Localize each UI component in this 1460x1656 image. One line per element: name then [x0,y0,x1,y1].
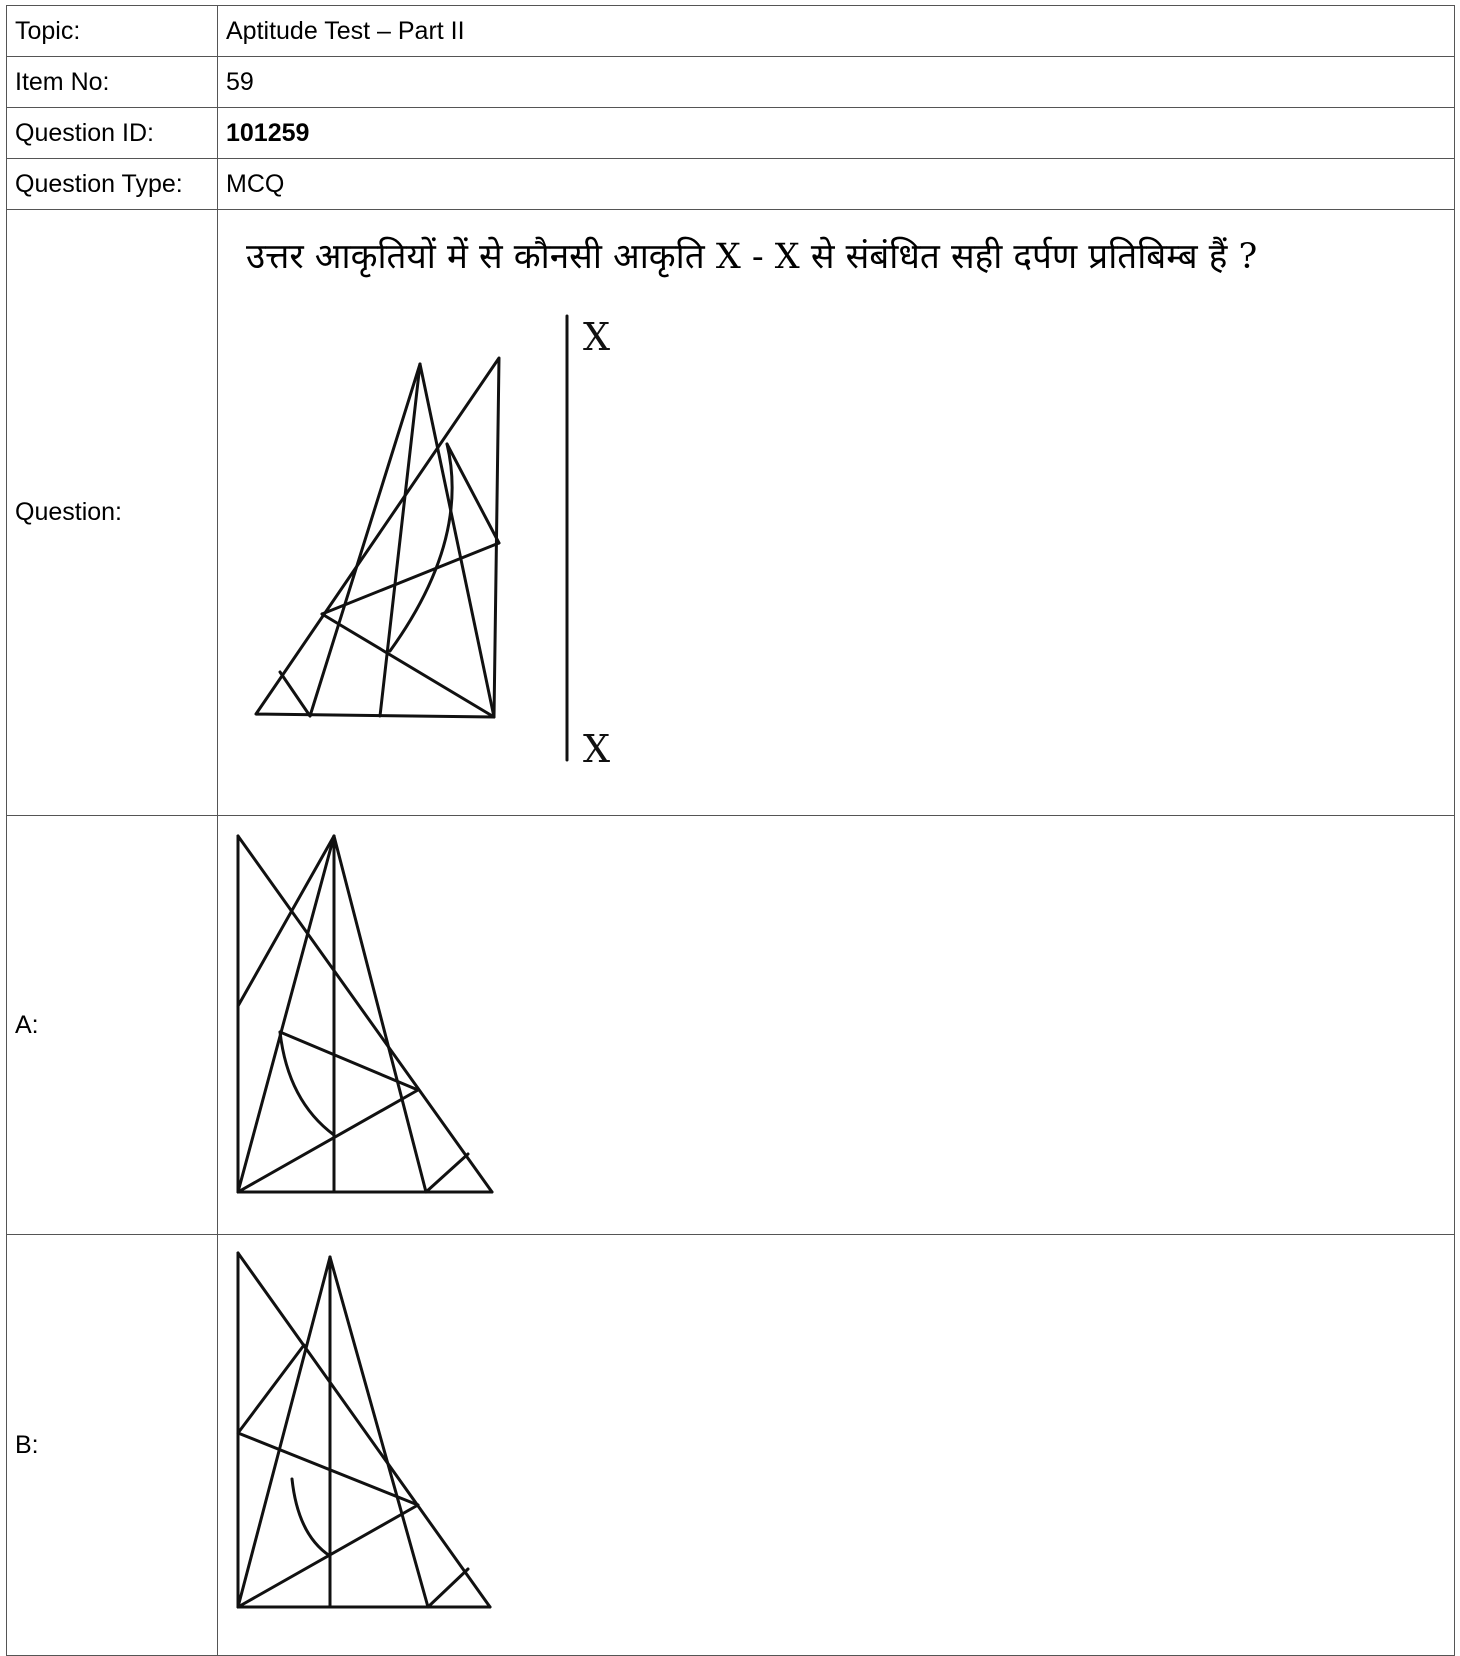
option-a-figure [236,834,494,1194]
question-text: उत्तर आकृतियों में से कौनसी आकृति X - X … [246,237,1258,277]
row-question: Question: उत्तर आकृतियों में से कौनसी आक… [6,209,1455,816]
row-option-a: A: [6,815,1455,1235]
row-question-id: Question ID: 101259 [6,107,1455,159]
question-id-value: 101259 [217,107,1455,159]
question-id-label: Question ID: [6,107,218,159]
question-figure: X X [254,314,610,771]
option-b-cell[interactable] [217,1234,1455,1656]
row-item-no: Item No: 59 [6,56,1455,108]
mirror-label-bottom: X [583,727,610,771]
item-no-value: 59 [217,56,1455,108]
option-b-figure [236,1251,492,1609]
topic-value: Aptitude Test – Part II [217,5,1455,57]
question-table: Topic: Aptitude Test – Part II Item No: … [6,5,1455,1656]
option-a-label: A: [6,815,218,1235]
question-cell: उत्तर आकृतियों में से कौनसी आकृति X - X … [217,209,1455,816]
question-triangle-figure [254,356,501,719]
row-topic: Topic: Aptitude Test – Part II [6,5,1455,57]
mirror-label-top: X [583,315,610,359]
row-question-type: Question Type: MCQ [6,158,1455,210]
row-option-b: B: [6,1234,1455,1656]
topic-label: Topic: [6,5,218,57]
option-b-label: B: [6,1234,218,1656]
question-label: Question: [6,209,218,816]
question-type-value: MCQ [217,158,1455,210]
question-type-label: Question Type: [6,158,218,210]
option-a-cell[interactable] [217,815,1455,1235]
item-no-label: Item No: [6,56,218,108]
